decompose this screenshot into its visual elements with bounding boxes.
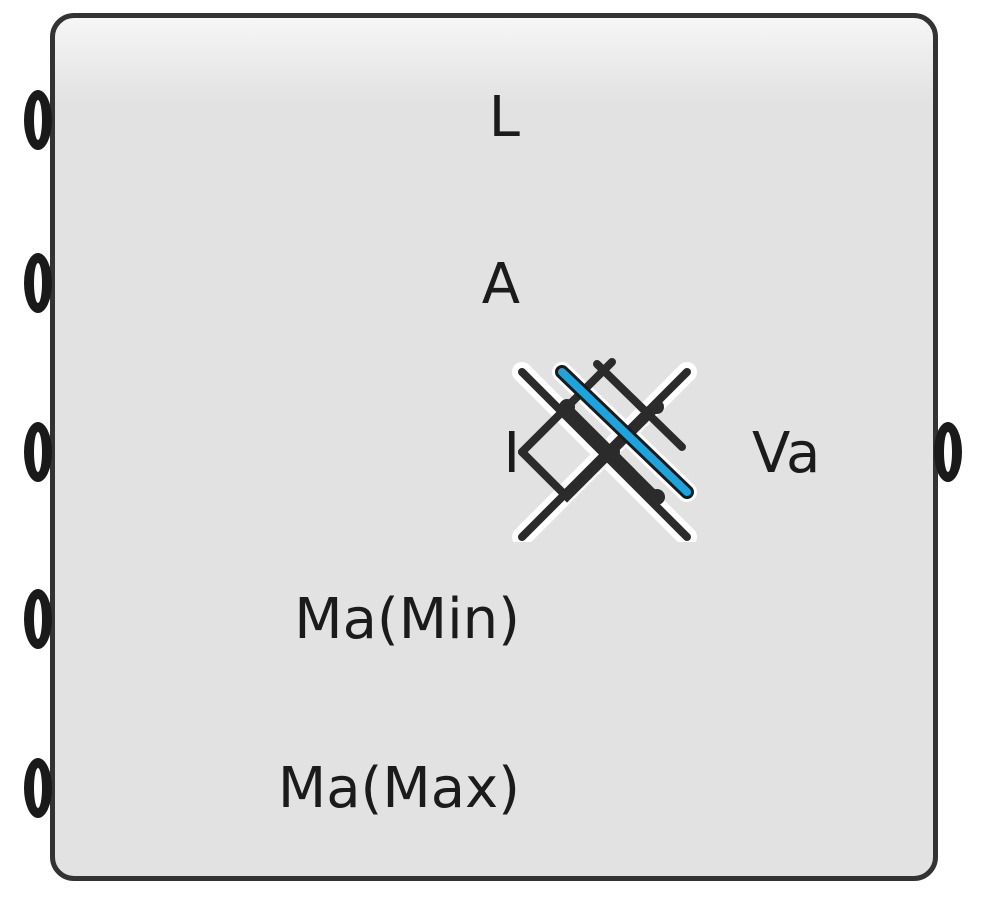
input-grip-ma-min[interactable] [24,589,52,649]
input-grip-l[interactable] [24,90,52,150]
grasshopper-component[interactable] [50,13,938,881]
output-label-va: Va [752,421,821,486]
input-label-i: I [503,421,520,486]
input-label-ma-min: Ma(Min) [294,587,520,652]
input-label-ma-max: Ma(Max) [277,756,520,821]
input-label-l: L [488,85,520,150]
input-grip-a[interactable] [24,253,52,313]
crossed-grid-slash-icon [512,352,702,547]
input-label-a: A [481,252,520,317]
output-grip-va[interactable] [934,422,962,482]
input-grip-i[interactable] [24,422,52,482]
input-grip-ma-max[interactable] [24,758,52,818]
